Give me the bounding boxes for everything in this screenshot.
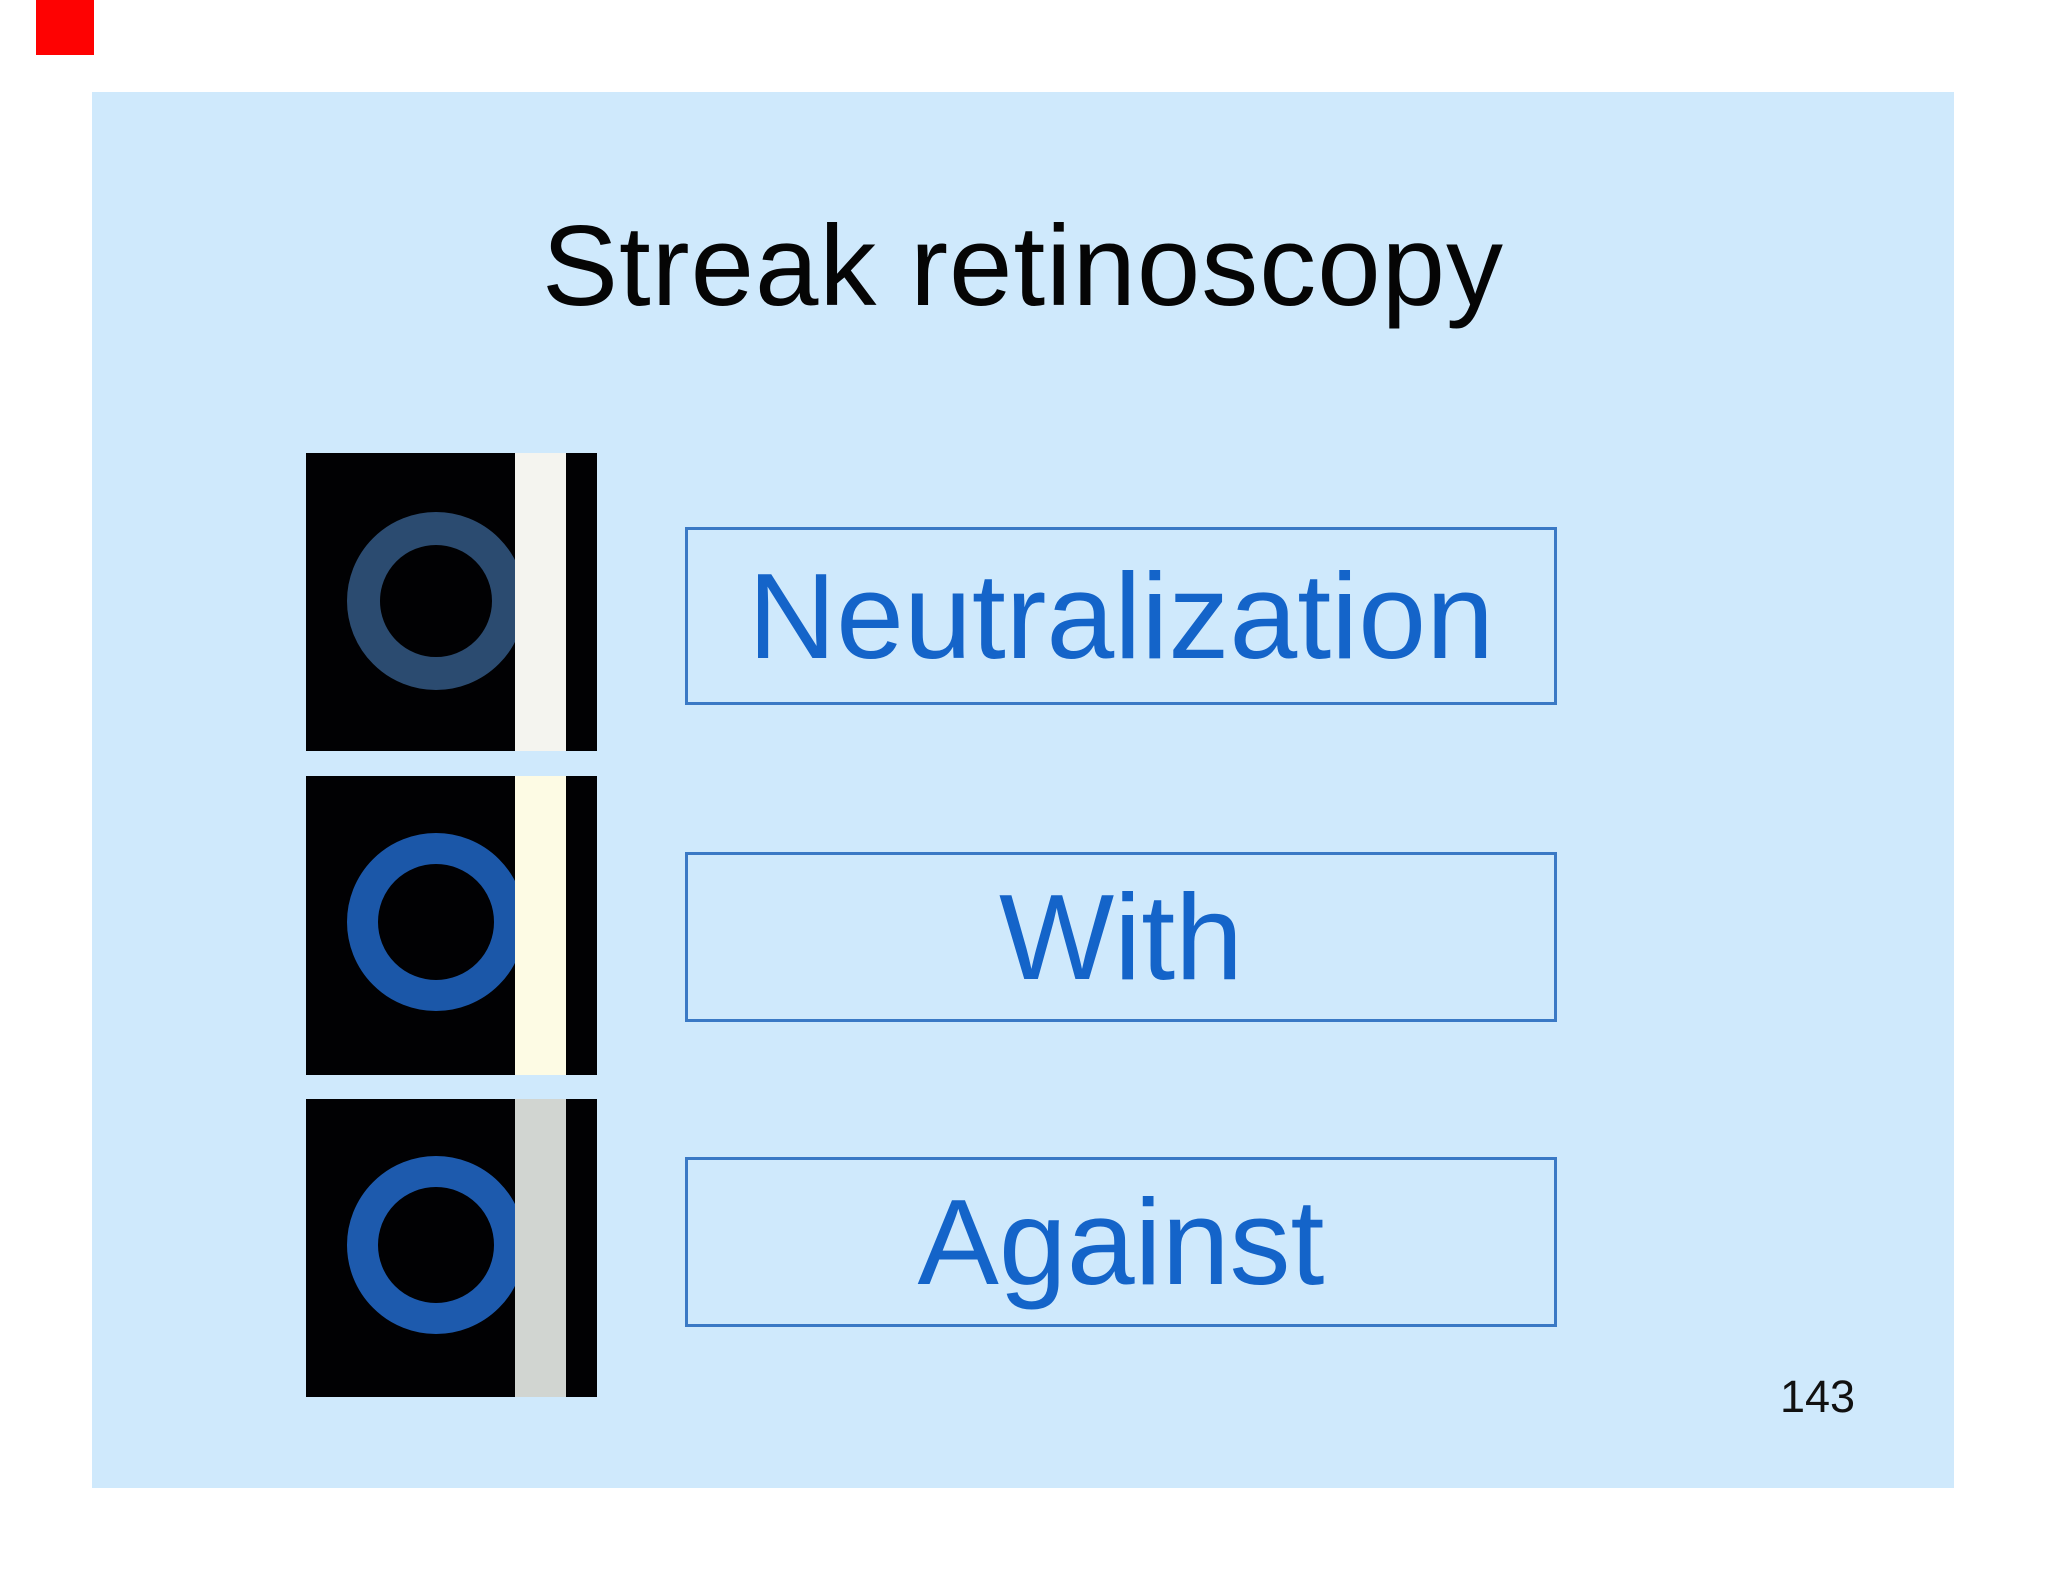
pupil-reflex-ring bbox=[347, 1156, 525, 1334]
slide-title: Streak retinoscopy bbox=[541, 203, 1505, 330]
pupil-reflex-ring bbox=[347, 512, 525, 690]
retinoscope-streak bbox=[515, 453, 566, 751]
label-text: With bbox=[999, 869, 1243, 1005]
retinoscopy-image-against bbox=[306, 1099, 597, 1397]
label-text: Against bbox=[917, 1174, 1325, 1310]
label-box-against: Against bbox=[685, 1157, 1557, 1327]
pupil-reflex-ring bbox=[347, 833, 525, 1011]
red-marker-artifact bbox=[36, 0, 94, 55]
label-text: Neutralization bbox=[748, 548, 1494, 684]
slide: Streak retinoscopy Neutralization With A… bbox=[92, 92, 1954, 1488]
label-box-with: With bbox=[685, 852, 1557, 1022]
retinoscope-streak bbox=[515, 1099, 566, 1397]
retinoscopy-image-neutralization bbox=[306, 453, 597, 751]
retinoscope-streak bbox=[515, 776, 566, 1075]
page-number: 143 bbox=[1780, 1371, 1856, 1422]
label-box-neutralization: Neutralization bbox=[685, 527, 1557, 705]
retinoscopy-image-with bbox=[306, 776, 597, 1075]
